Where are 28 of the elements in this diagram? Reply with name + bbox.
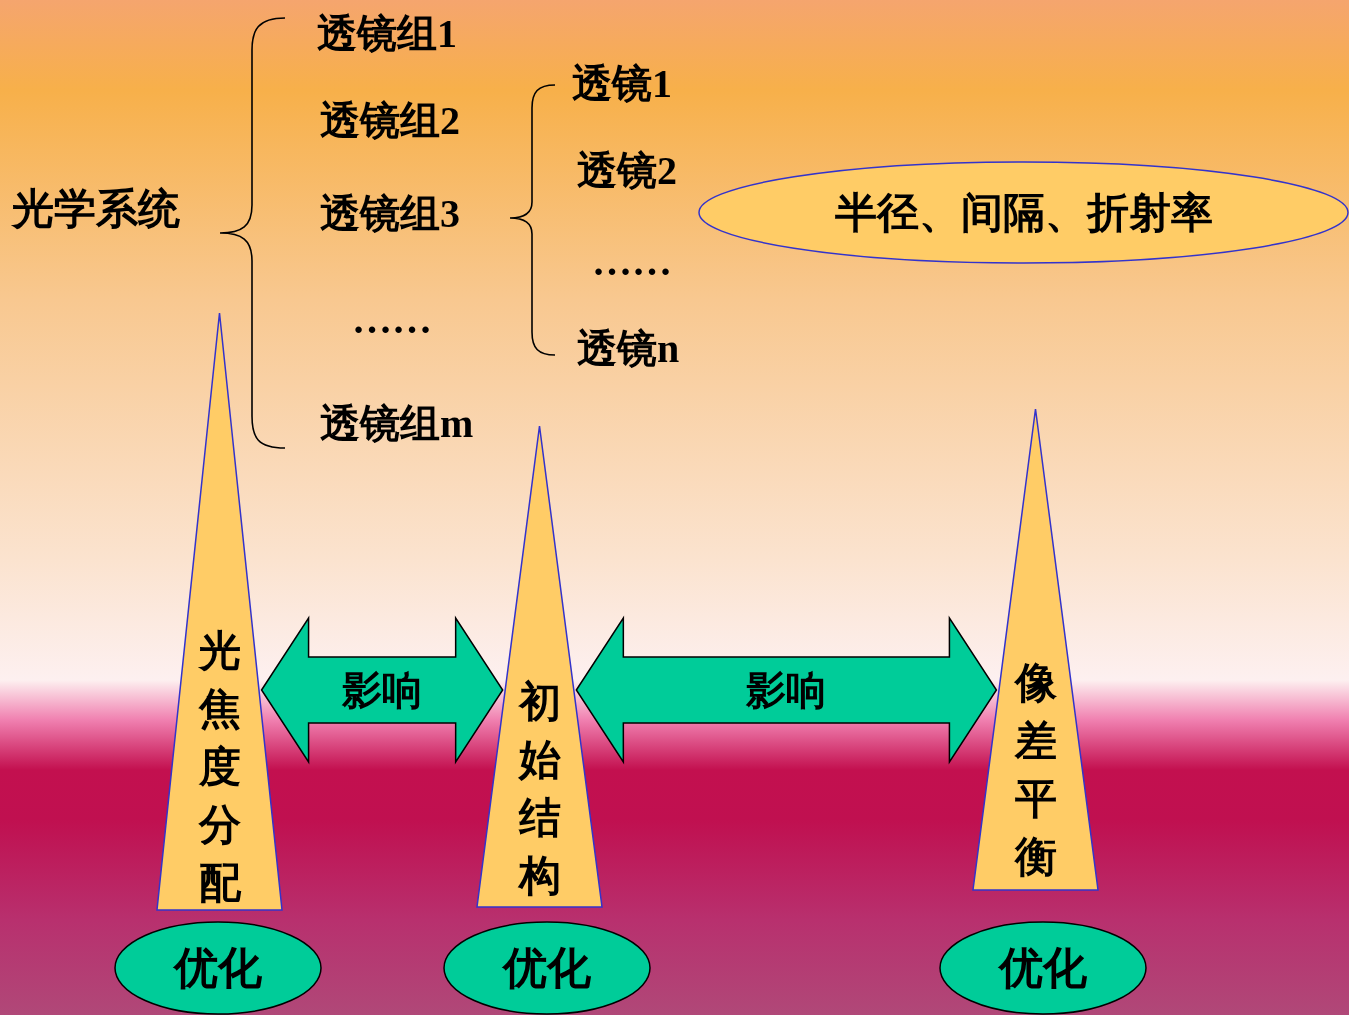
list-item-text: 透镜2: [577, 147, 677, 195]
oval: [698, 161, 1349, 264]
list-item-text: 透镜组1: [317, 10, 457, 58]
node-label: 优化: [997, 943, 1088, 993]
node-label: 初始结构: [517, 676, 562, 902]
list-item-text: 透镜组m: [320, 400, 474, 448]
triangle: [156, 312, 283, 911]
oval: [443, 921, 651, 1015]
node-label: 优化: [501, 943, 592, 993]
list-item-text: ……: [592, 238, 672, 286]
node-label: 像差平衡: [1013, 657, 1058, 883]
list-item-text: 光学系统: [12, 185, 180, 233]
double-arrow: [260, 615, 504, 765]
edge-label: 影响: [342, 666, 423, 714]
edge-label: 影响: [746, 666, 827, 714]
double-arrow: [575, 615, 998, 765]
list-item-text: 透镜1: [572, 60, 672, 108]
node-label: 半径、间隔、折射率: [833, 189, 1214, 236]
triangle: [476, 425, 603, 908]
node-label: 光焦度分配: [197, 625, 242, 909]
node-label: 优化: [172, 943, 263, 993]
list-item-text: ……: [352, 296, 432, 344]
list-item-text: 透镜n: [577, 325, 680, 373]
oval: [939, 921, 1147, 1015]
oval: [114, 921, 322, 1015]
list-item-text: 透镜组2: [320, 97, 460, 145]
list-item-text: 透镜组3: [320, 190, 460, 238]
triangle: [972, 408, 1099, 891]
